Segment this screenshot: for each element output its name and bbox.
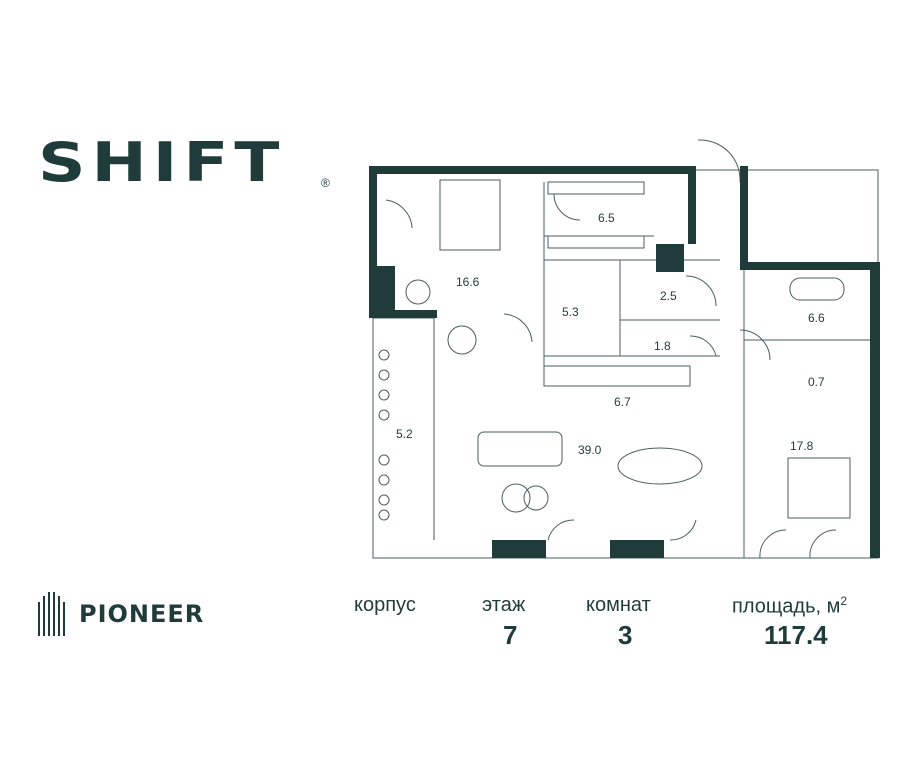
room-label-living: 39.0 bbox=[578, 443, 602, 457]
rooms-label: комнат bbox=[586, 594, 651, 616]
room-label-bath-1: 5.3 bbox=[562, 305, 579, 319]
pioneer-name: PIONEER bbox=[79, 600, 205, 628]
bed-2 bbox=[787, 457, 851, 519]
shift-logo: SHIFT ® bbox=[38, 131, 330, 202]
shift-logo-text: SHIFT bbox=[38, 131, 286, 195]
room-label-bedroom-1: 16.6 bbox=[456, 275, 480, 289]
rooms-value: 3 bbox=[618, 620, 633, 650]
plan-outline bbox=[372, 169, 879, 559]
floor-label: этаж bbox=[482, 594, 526, 616]
pioneer-logo: PIONEER bbox=[38, 592, 204, 636]
room-label-bedroom-2: 17.8 bbox=[790, 439, 814, 453]
floor-value: 7 bbox=[503, 620, 518, 650]
room-label-bath-2: 6.6 bbox=[808, 311, 825, 325]
dining-table bbox=[617, 447, 703, 485]
bed-1 bbox=[439, 179, 501, 251]
room-label-laundry: 1.8 bbox=[654, 339, 671, 353]
area-value: 117.4 bbox=[764, 620, 828, 650]
area-label-text: площадь, м bbox=[732, 595, 841, 618]
room-label-wc: 2.5 bbox=[660, 289, 677, 303]
korpus-label: корпус bbox=[354, 594, 416, 616]
room-label-kitchen: 6.7 bbox=[614, 395, 631, 409]
area-label: площадь, м2 bbox=[732, 594, 847, 619]
kitchen-counter bbox=[543, 365, 691, 387]
area-unit-sup: 2 bbox=[840, 594, 848, 608]
room-label-closet: 0.7 bbox=[808, 375, 825, 389]
bathtub bbox=[789, 277, 845, 301]
sofa bbox=[477, 431, 563, 467]
room-label-wardrobe: 6.5 bbox=[598, 211, 615, 225]
room-label-balcony: 5.2 bbox=[396, 427, 413, 441]
registered-mark: ® bbox=[321, 176, 330, 190]
pioneer-bars-icon bbox=[38, 592, 65, 636]
